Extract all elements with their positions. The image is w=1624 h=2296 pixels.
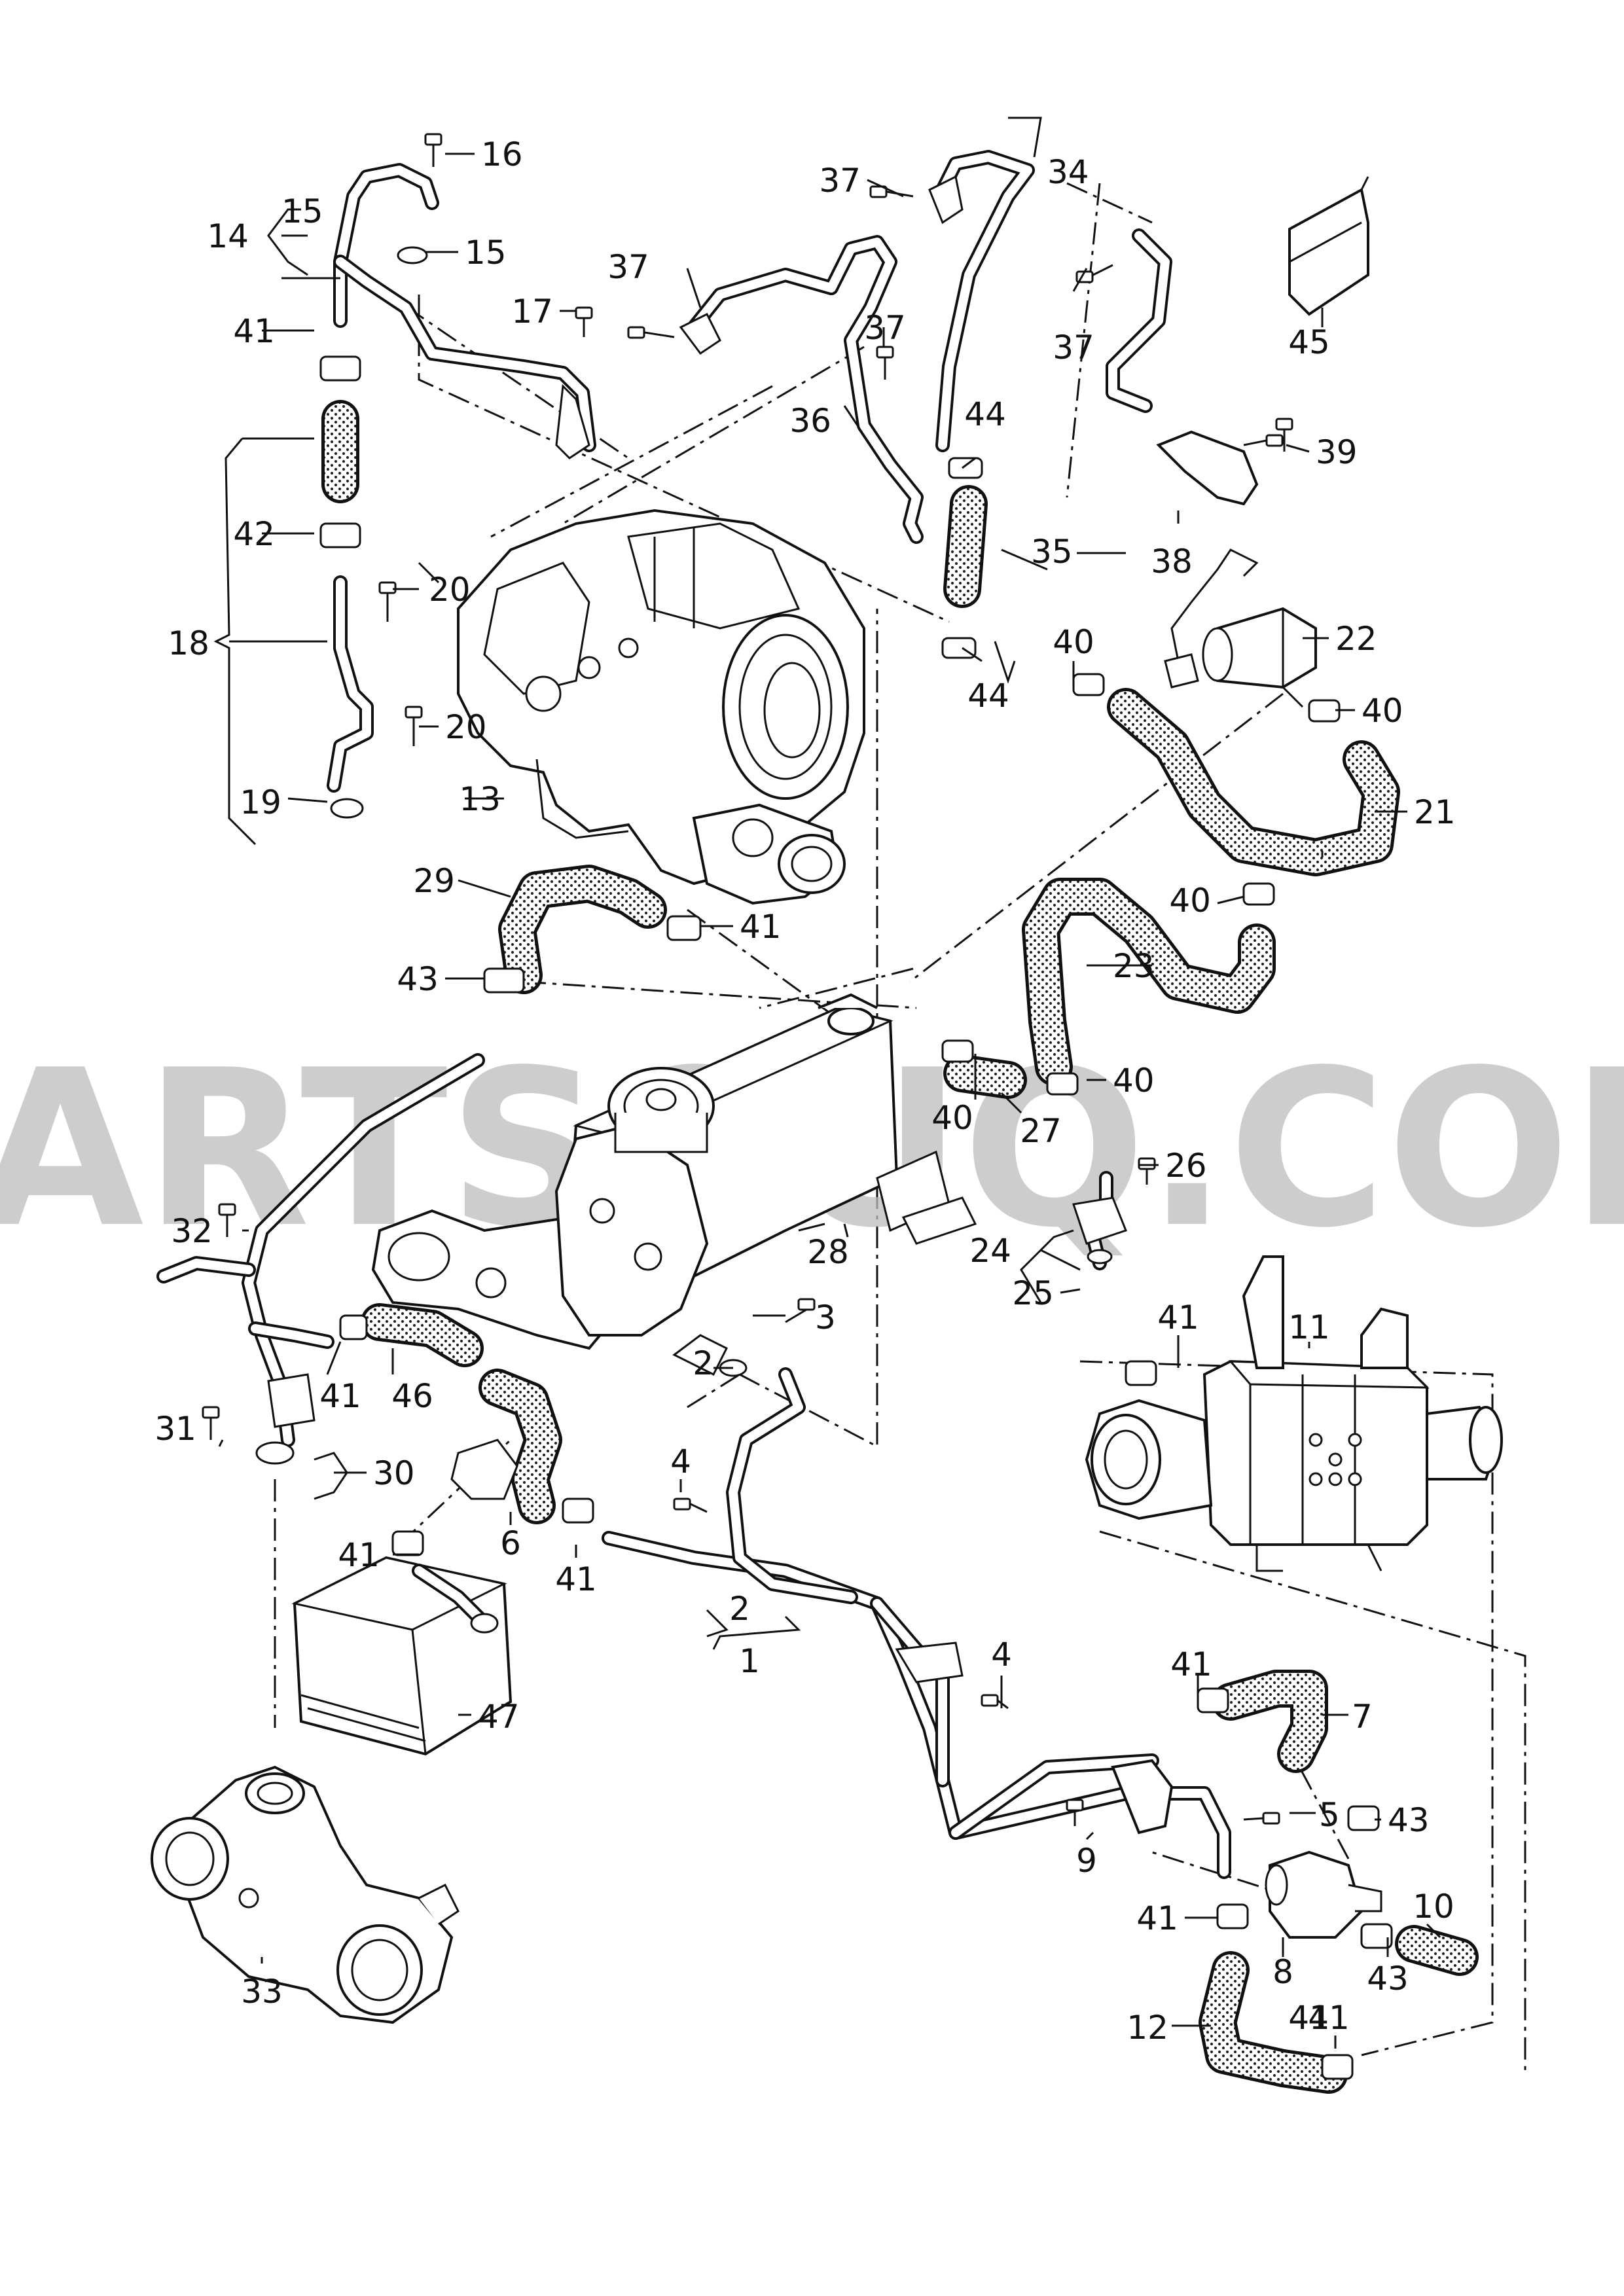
callout-46: 46 [391, 1377, 433, 1415]
callout-41: 41 [233, 312, 275, 350]
callout-44: 44 [964, 395, 1006, 433]
callout-23: 23 [1113, 947, 1155, 985]
callout-37: 37 [607, 248, 649, 286]
callout-3: 3 [815, 1299, 836, 1336]
callout-7: 7 [1352, 1698, 1373, 1736]
callout-45: 45 [1288, 323, 1330, 361]
callout-4: 4 [991, 1636, 1012, 1674]
callout-labels: 1 2 2 3 4 4 5 6 7 8 9 10 11 12 13 14 15 … [154, 135, 1455, 2047]
callout-40: 40 [1053, 623, 1094, 661]
callout-40: 40 [931, 1099, 973, 1137]
callout-35: 35 [1031, 533, 1073, 571]
callout-21: 21 [1414, 793, 1456, 831]
callout-15: 15 [281, 192, 323, 230]
turbocharger-13 [457, 509, 865, 905]
callout-41: 41 [555, 1560, 597, 1598]
callout-43: 43 [1367, 1960, 1409, 1998]
callout-27: 27 [1020, 1112, 1062, 1150]
callout-12: 12 [1127, 2009, 1168, 2047]
callout-39: 39 [1316, 433, 1358, 471]
callout-40: 40 [1362, 692, 1403, 730]
callout-44: 44 [967, 677, 1009, 715]
egr-cooler-28 [371, 993, 977, 1350]
callout-26: 26 [1165, 1147, 1207, 1185]
callout-47: 47 [478, 1698, 520, 1736]
oil-cooler-47 [291, 1556, 513, 1756]
callout-41: 41 [1157, 1299, 1199, 1336]
callout-41: 41 [1308, 1999, 1350, 2037]
callout-1: 1 [739, 1642, 760, 1680]
guide-lines [274, 182, 1526, 2075]
callout-40: 40 [1113, 1062, 1155, 1100]
callout-37: 37 [864, 309, 906, 347]
callout-4: 4 [670, 1443, 691, 1480]
callout-20: 20 [445, 708, 487, 746]
callout-20: 20 [429, 571, 471, 609]
callout-31: 31 [154, 1410, 196, 1448]
callout-13: 13 [459, 780, 501, 818]
callout-15: 15 [465, 234, 507, 272]
callout-17: 17 [511, 293, 553, 331]
callout-41: 41 [740, 908, 782, 946]
callout-28: 28 [807, 1233, 849, 1271]
callout-38: 38 [1151, 543, 1193, 581]
callout-41: 41 [1170, 1645, 1212, 1683]
callout-43: 43 [1388, 1801, 1430, 1839]
callout-11: 11 [1288, 1308, 1330, 1346]
callout-34: 34 [1047, 153, 1089, 191]
catalyst-11 [1085, 1255, 1503, 1572]
callout-32: 32 [171, 1212, 213, 1250]
callout-16: 16 [481, 135, 523, 173]
callout-41: 41 [1136, 1899, 1178, 1937]
callout-8: 8 [1272, 1953, 1293, 1991]
callout-41: 41 [338, 1536, 380, 1574]
callout-2: 2 [729, 1590, 750, 1628]
callout-30: 30 [373, 1454, 415, 1492]
callout-42: 42 [233, 515, 275, 553]
callout-5: 5 [1319, 1796, 1340, 1834]
callout-37: 37 [1053, 329, 1094, 367]
callout-19: 19 [240, 783, 281, 821]
valve-8 [1265, 1850, 1382, 1939]
callout-36: 36 [789, 402, 831, 440]
callout-24: 24 [969, 1232, 1011, 1270]
pressure-converter-22 [1164, 548, 1317, 708]
thermostat-housing-33 [151, 1765, 460, 2024]
callout-22: 22 [1335, 620, 1377, 658]
callout-14: 14 [207, 217, 249, 255]
hoses [321, 400, 1479, 2094]
callout-41: 41 [1288, 1999, 1330, 2037]
callout-33: 33 [241, 1973, 283, 2011]
callout-25: 25 [1012, 1274, 1054, 1312]
callout-10: 10 [1413, 1888, 1454, 1926]
callout-41: 41 [319, 1377, 361, 1415]
callout-37: 37 [819, 162, 861, 200]
leader-lines [213, 117, 1441, 2049]
fasteners [202, 133, 1393, 2080]
callout-2: 2 [693, 1344, 713, 1382]
callout-18: 18 [168, 624, 209, 662]
callout-6: 6 [500, 1524, 521, 1562]
callout-40: 40 [1169, 882, 1211, 920]
callout-29: 29 [413, 862, 455, 900]
heat-shield-45 [1288, 176, 1369, 316]
callout-9: 9 [1076, 1842, 1097, 1880]
callout-43: 43 [397, 960, 439, 998]
